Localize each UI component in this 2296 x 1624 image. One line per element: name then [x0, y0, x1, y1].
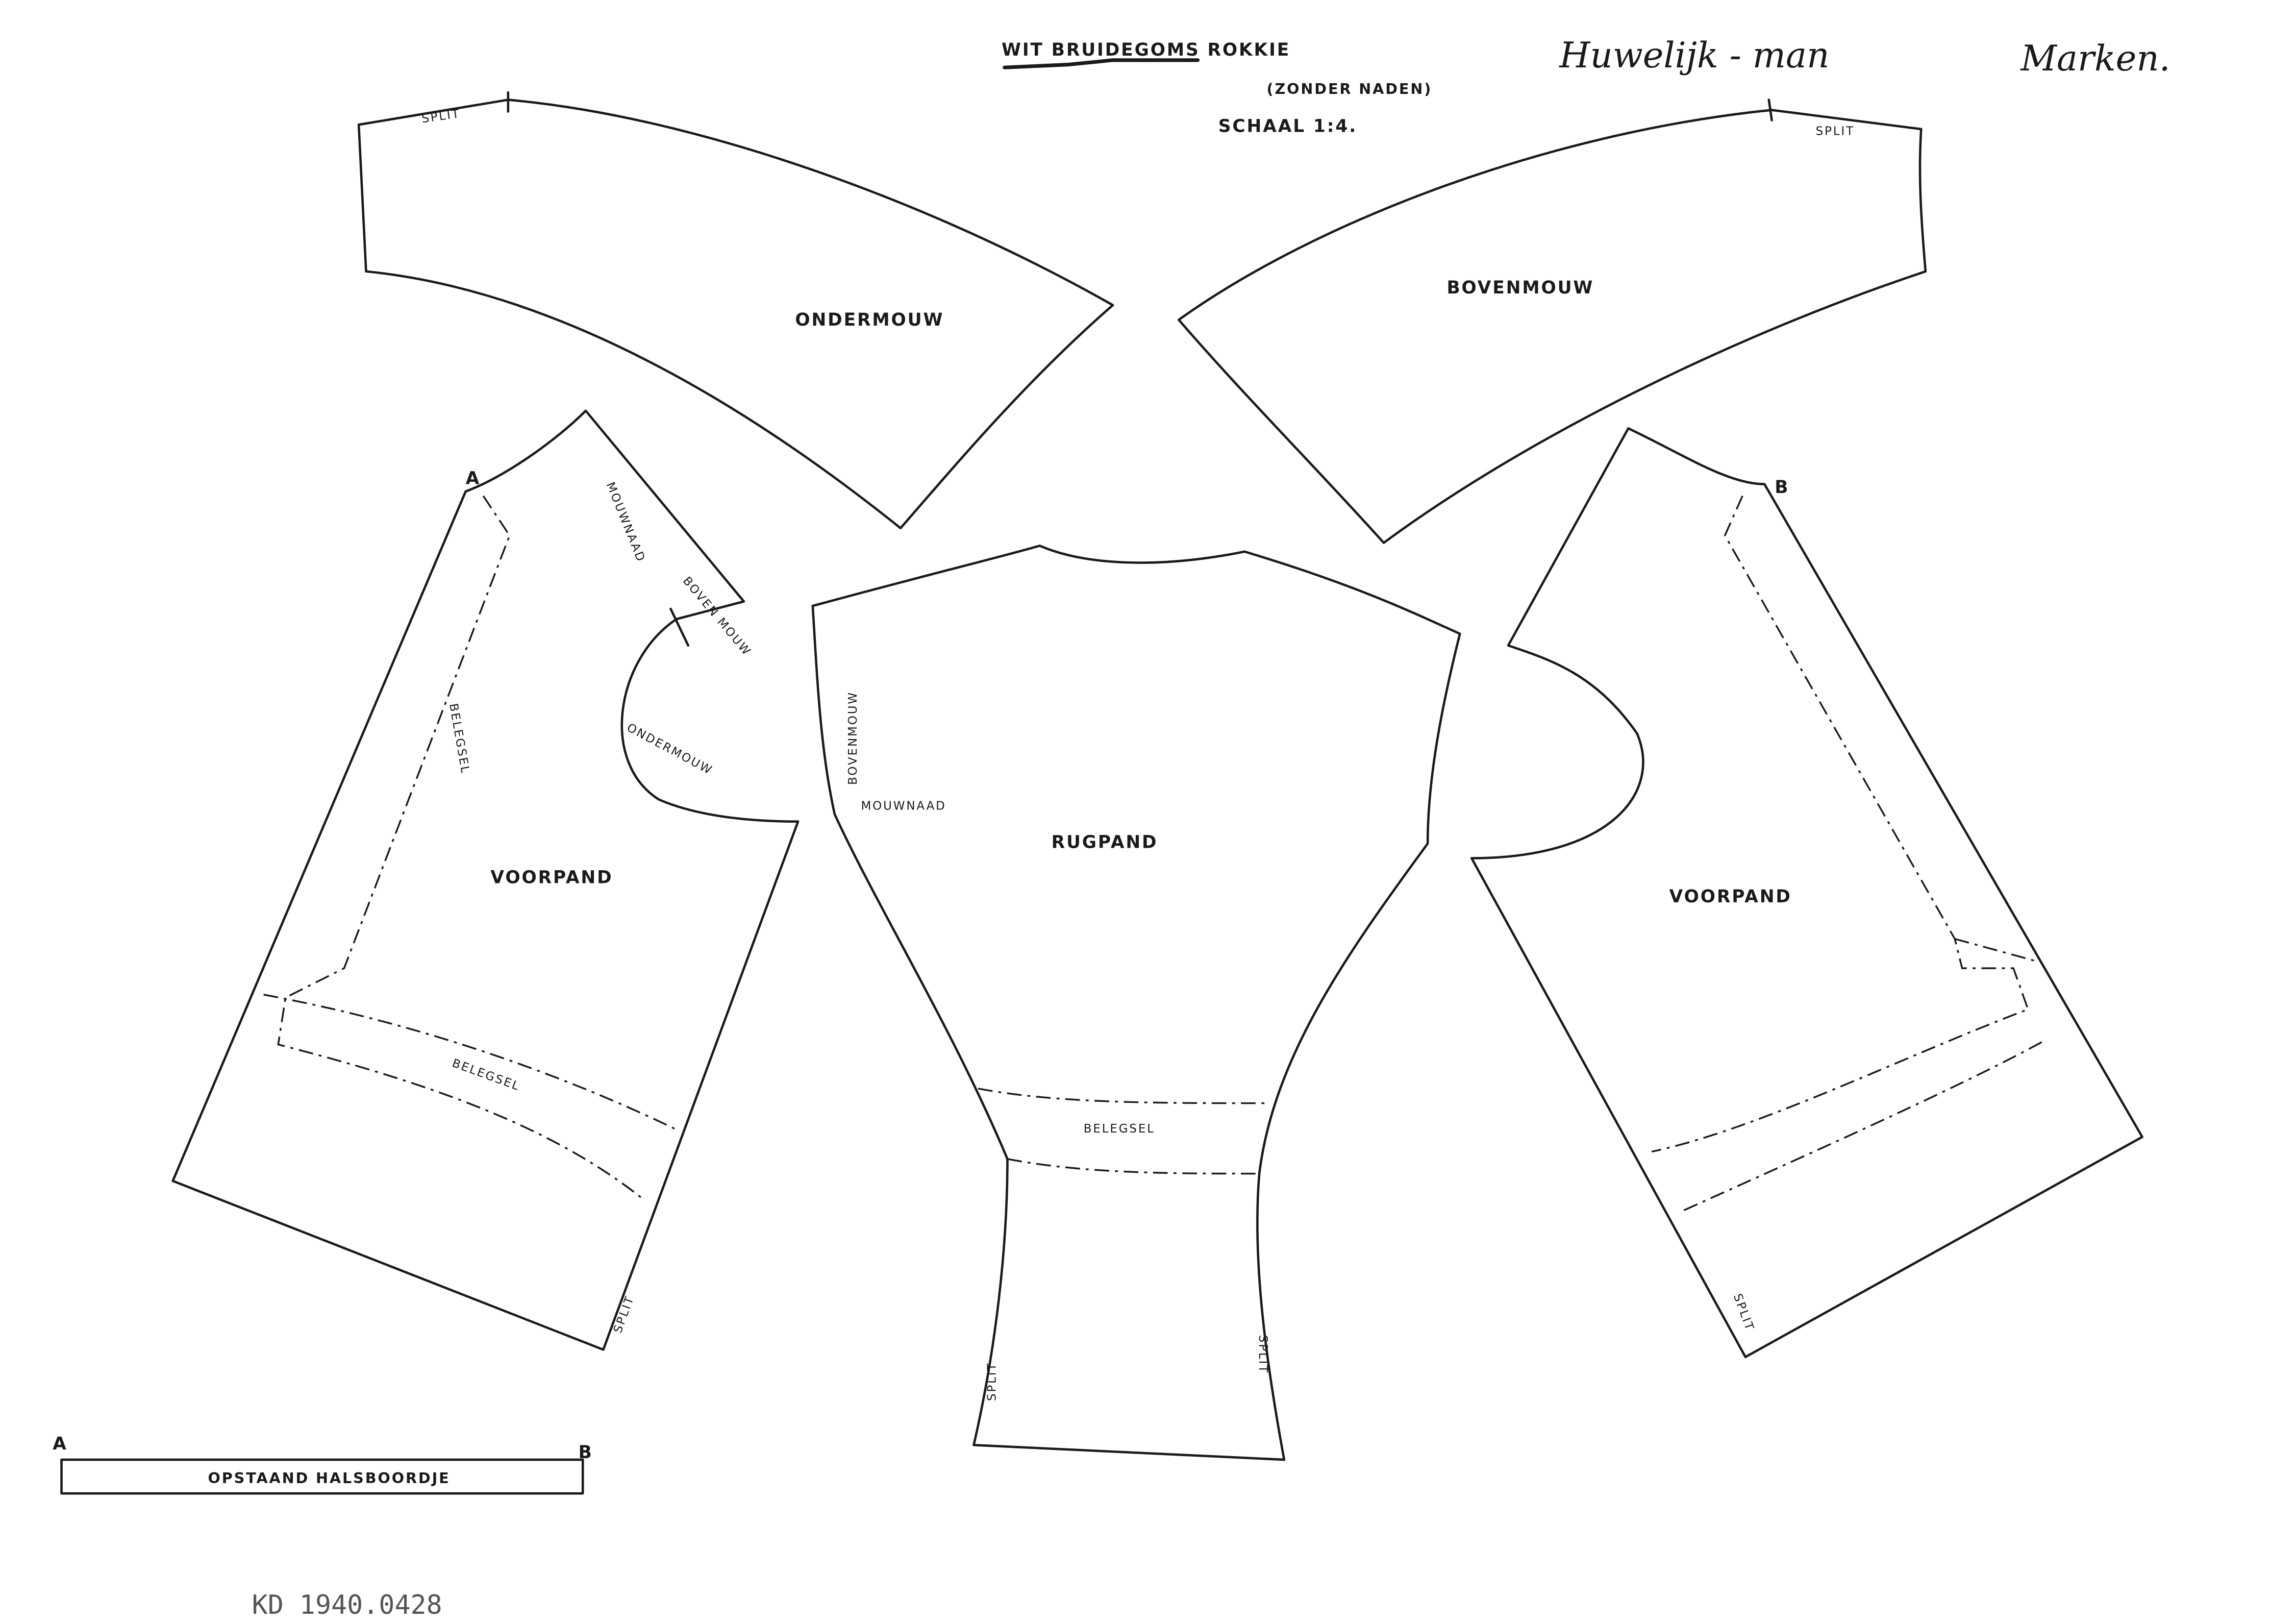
piece-ondermouw: SPLIT ONDERMOUW [357, 91, 1114, 530]
bovenmouw-label: BOVENMOUW [846, 691, 860, 785]
mouwnaad-label: MOUWNAAD [861, 800, 946, 813]
piece-voorpand-left: A VOORPAND BELEGSEL BELEGSEL MOUWNAAD BO… [171, 409, 800, 1351]
belegsel-side-label: BELEGSEL [446, 702, 472, 775]
piece-voorpand-right: B VOORPAND SPLIT [1470, 427, 2143, 1359]
occasion-note: Huwelijk - man [1558, 35, 1829, 76]
ondermouw-label: ONDERMOUW [625, 721, 715, 778]
split-left-label: SPLIT [986, 1362, 999, 1401]
piece-halsboordje: OPSTAAND HALSBOORDJE A B [53, 1434, 593, 1495]
piece-label: BOVENMOUW [1446, 278, 1594, 298]
piece-rugpand: RUGPAND BOVENMOUW MOUWNAAD BELEGSEL SPLI… [811, 544, 1461, 1461]
marker-b: B [579, 1442, 593, 1463]
belegsel-label: BELEGSEL [1084, 1122, 1155, 1136]
piece-label: VOORPAND [490, 867, 613, 888]
marker-a: A [466, 469, 481, 489]
place-note: Marken. [2019, 38, 2170, 79]
pattern-title: WIT BRUIDEGOMS ROKKIE [1002, 40, 1290, 60]
marker-b: B [1775, 477, 1789, 498]
piece-bovenmouw: SPLIT BOVENMOUW [1177, 99, 1927, 544]
catalog-number: KD 1940.0428 [252, 1590, 442, 1620]
mouwnaad-label: MOUWNAAD [604, 480, 648, 564]
split-label: SPLIT [421, 107, 461, 126]
pattern-scale: SCHAAL 1:4. [1218, 116, 1357, 137]
piece-label: OPSTAAND HALSBOORDJE [208, 1469, 451, 1487]
piece-label: RUGPAND [1052, 832, 1158, 852]
split-right-label: SPLIT [1256, 1335, 1269, 1374]
belegsel-bottom-label: BELEGSEL [451, 1056, 522, 1093]
piece-label: ONDERMOUW [795, 310, 944, 330]
piece-label: VOORPAND [1669, 887, 1792, 907]
marker-a: A [53, 1434, 68, 1454]
title-underline [1003, 58, 1200, 69]
pattern-subtitle: (ZONDER NADEN) [1266, 80, 1432, 97]
boven-mouw-label: BOVEN MOUW [680, 574, 754, 658]
split-label: SPLIT [1816, 125, 1855, 138]
split-label: SPLIT [1731, 1292, 1757, 1334]
